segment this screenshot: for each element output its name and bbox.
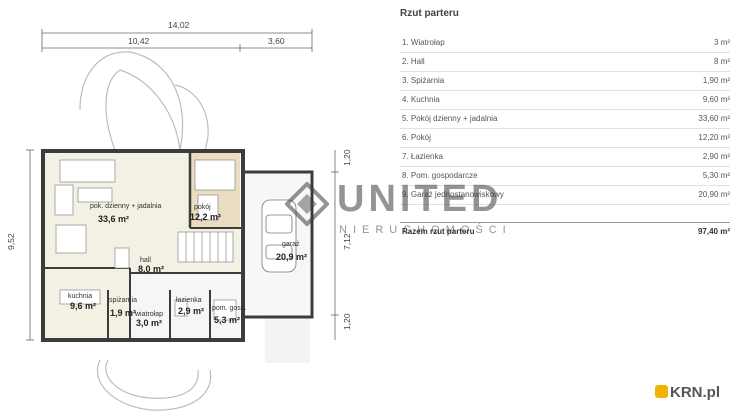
legend-row: 2. Hall 8 m² bbox=[400, 53, 730, 72]
legend-value: 3 m² bbox=[714, 38, 730, 47]
dim-top-total: 14,02 bbox=[168, 20, 190, 30]
legend-value: 1,90 m² bbox=[702, 76, 730, 85]
legend-value: 9,60 m² bbox=[702, 95, 730, 104]
legend-name: 5. Pokój dzienny + jadalnia bbox=[402, 114, 498, 123]
krn-logo-icon bbox=[655, 385, 668, 398]
legend-total-row: Razem rzut parteru 97,40 m² bbox=[400, 222, 730, 241]
legend-total-name: Razem rzut parteru bbox=[402, 227, 475, 236]
legend-name: 2. Hall bbox=[402, 57, 425, 66]
legend-name: 9. Garaż jednostanowiskowy bbox=[402, 190, 504, 199]
dim-right-top: 1,20 bbox=[342, 149, 352, 166]
room-hall-name: hall bbox=[140, 257, 151, 264]
room-garage-name: garaż bbox=[282, 241, 300, 248]
legend-row: 4. Kuchnia 9,60 m² bbox=[400, 91, 730, 110]
legend-name: 4. Kuchnia bbox=[402, 95, 440, 104]
legend-name: 8. Pom. gospodarcze bbox=[402, 171, 478, 180]
room-bathroom-area: 2,9 m² bbox=[178, 306, 204, 316]
legend-value: 12,20 m² bbox=[698, 133, 730, 142]
legend-value: 8 m² bbox=[714, 57, 730, 66]
legend-value: 5,30 m² bbox=[702, 171, 730, 180]
legend-row: 3. Spiżarnia 1,90 m² bbox=[400, 72, 730, 91]
room-pantry-area: 1,9 m² bbox=[110, 308, 136, 318]
legend-value: 20,90 m² bbox=[698, 190, 730, 199]
krn-badge-text: KRN.pl bbox=[670, 384, 720, 401]
room-utility-area: 5,3 m² bbox=[214, 315, 240, 325]
room-room-area: 12,2 m² bbox=[190, 212, 221, 222]
legend-row: 8. Pom. gospodarcze 5,30 m² bbox=[400, 167, 730, 186]
room-vestibule-name: wiatrołap bbox=[134, 311, 163, 318]
room-garage-area: 20,9 m² bbox=[276, 252, 307, 262]
room-kitchen-area: 9,6 m² bbox=[70, 301, 96, 311]
legend-value: 33,60 m² bbox=[698, 114, 730, 123]
legend-row: 1. Wiatrołap 3 m² bbox=[400, 34, 730, 53]
legend-row: 7. Łazienka 2,90 m² bbox=[400, 148, 730, 167]
legend-name: 6. Pokój bbox=[402, 133, 431, 142]
krn-badge[interactable]: KRN.pl bbox=[655, 384, 720, 401]
room-living-name: pok. dzienny + jadalnia bbox=[90, 203, 162, 210]
room-kitchen-name: kuchnia bbox=[68, 293, 92, 300]
dim-right-mid: 7,12 bbox=[342, 233, 352, 250]
room-legend: Rzut parteru 1. Wiatrołap 3 m² 2. Hall 8… bbox=[400, 0, 740, 300]
room-living-area: 33,6 m² bbox=[98, 214, 129, 224]
legend-name: 7. Łazienka bbox=[402, 152, 443, 161]
room-room-name: pokój bbox=[194, 204, 211, 211]
legend-total-value: 97,40 m² bbox=[697, 227, 730, 236]
walls bbox=[41, 149, 314, 342]
room-pantry-name: spiżarnia bbox=[109, 297, 137, 304]
floor-plan: 14,02 10,42 3,60 9,52 1,20 7,12 1,20 bbox=[6, 20, 352, 411]
legend-row: 6. Pokój 12,20 m² bbox=[400, 129, 730, 148]
dim-right-bottom: 1,20 bbox=[342, 313, 352, 330]
room-hall-area: 8,0 m² bbox=[138, 264, 164, 274]
legend-name: 1. Wiatrołap bbox=[402, 38, 445, 47]
legend-name: 3. Spiżarnia bbox=[402, 76, 445, 85]
dim-top-right: 3,60 bbox=[268, 36, 285, 46]
room-utility-name: pom. gosp. bbox=[212, 305, 247, 312]
dim-top-left: 10,42 bbox=[128, 36, 150, 46]
legend-row: 9. Garaż jednostanowiskowy 20,90 m² bbox=[400, 186, 730, 205]
dimension-lines bbox=[26, 29, 339, 341]
legend-row: 5. Pokój dzienny + jadalnia 33,60 m² bbox=[400, 110, 730, 129]
legend-title: Rzut parteru bbox=[400, 8, 459, 19]
room-vestibule-area: 3,0 m² bbox=[136, 318, 162, 328]
terrace-arcs bbox=[79, 51, 212, 411]
dim-left-side: 9,52 bbox=[6, 233, 16, 250]
furniture bbox=[54, 159, 237, 321]
stairs bbox=[177, 231, 234, 263]
room-bathroom-name: łazienka bbox=[176, 297, 202, 304]
legend-value: 2,90 m² bbox=[702, 152, 730, 161]
